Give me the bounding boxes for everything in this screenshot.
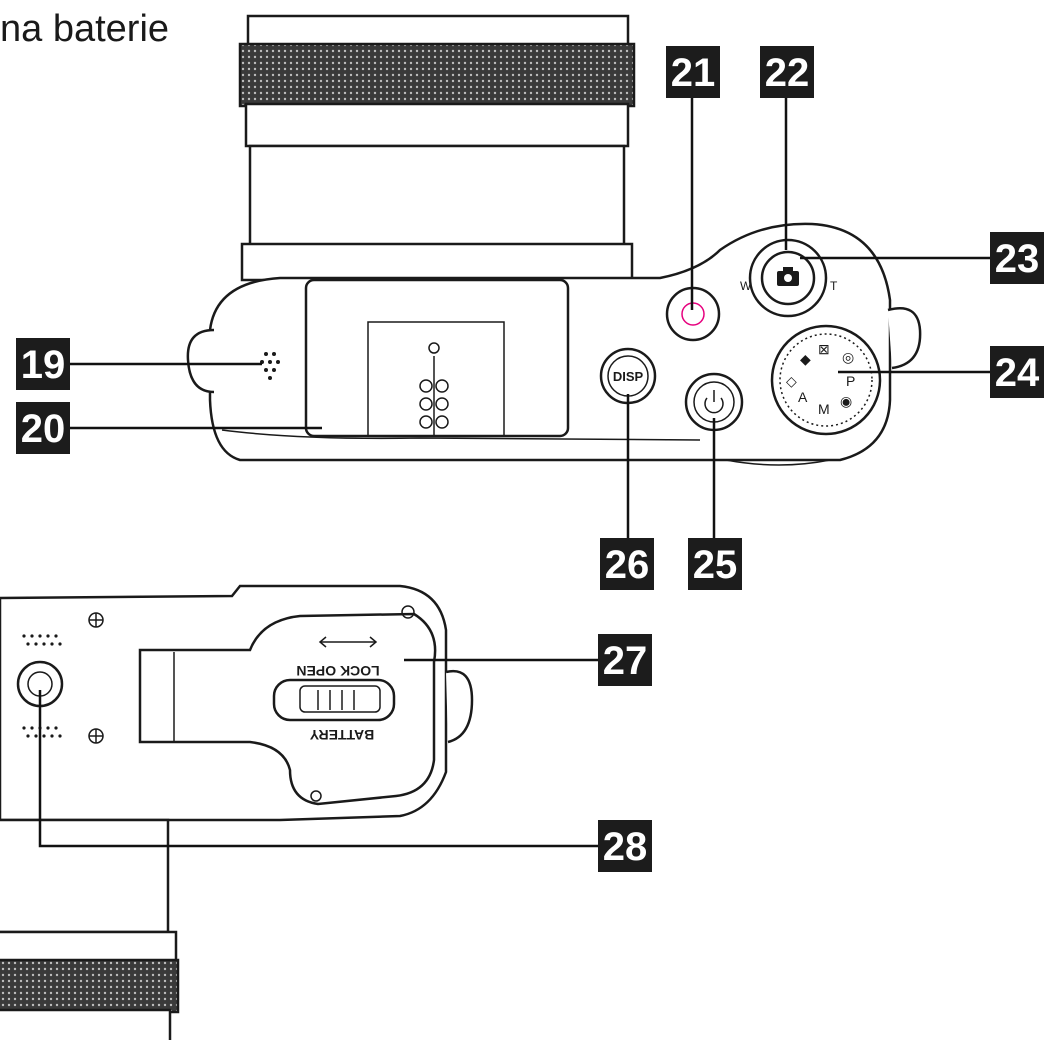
lens-focus-ring-bottom xyxy=(0,958,180,1014)
lens-barrel-upper xyxy=(244,102,630,148)
zoom-tele-label: T xyxy=(830,279,838,293)
speaker-grille xyxy=(260,352,280,380)
disp-label: DISP xyxy=(613,369,644,384)
svg-text:21: 21 xyxy=(671,51,716,95)
lock-arrow-icon xyxy=(318,636,378,648)
left-strap-lug xyxy=(186,328,215,394)
svg-text:◎: ◎ xyxy=(842,349,854,365)
switch-ridges xyxy=(317,690,355,710)
caption-text: na baterie xyxy=(0,8,170,50)
callout-24-tag: 24 xyxy=(990,346,1044,398)
hot-shoe-cover xyxy=(304,278,570,438)
callout-20-tag: 20 xyxy=(16,402,70,454)
callout-26-tag: 26 xyxy=(600,538,654,590)
callout-28-tag: 28 xyxy=(598,820,652,872)
svg-text:22: 22 xyxy=(765,51,810,95)
lens-barrel-base xyxy=(240,242,634,282)
bottom-strap-lug xyxy=(445,669,474,744)
right-strap-lug xyxy=(887,307,922,370)
callout-22-tag: 22 xyxy=(760,46,814,98)
leader-28 xyxy=(38,690,598,848)
lens-focus-ring xyxy=(238,42,636,108)
svg-text:19: 19 xyxy=(21,343,66,387)
lens-barrel-bottom xyxy=(0,818,170,934)
svg-text:20: 20 xyxy=(21,407,66,451)
lens-front-rim xyxy=(246,14,630,48)
svg-text:27: 27 xyxy=(603,639,648,683)
callout-25-tag: 25 xyxy=(688,538,742,590)
svg-text:M: M xyxy=(818,401,830,417)
callout-19-tag: 19 xyxy=(16,338,70,390)
hot-shoe-contacts xyxy=(419,342,449,436)
svg-text:◉: ◉ xyxy=(840,393,852,409)
svg-text:◇: ◇ xyxy=(786,373,797,389)
callout-23-tag: 23 xyxy=(990,232,1044,284)
power-icon xyxy=(704,390,724,414)
lock-open-label: LOCK OPEN xyxy=(296,663,379,679)
battery-lock-switch[interactable] xyxy=(272,678,396,722)
svg-text:26: 26 xyxy=(605,543,650,587)
svg-text:⊠: ⊠ xyxy=(818,341,830,357)
svg-text:23: 23 xyxy=(995,237,1040,281)
mode-dial-icons: ⊠ ◎ P ◉ MA ◆◇ xyxy=(786,341,855,417)
bottom-view-camera: LOCK OPEN BATTERY xyxy=(0,584,474,1040)
svg-text:P: P xyxy=(846,373,855,389)
svg-text:28: 28 xyxy=(603,825,648,869)
svg-text:24: 24 xyxy=(995,351,1040,395)
camera-icon xyxy=(777,267,799,286)
svg-text:25: 25 xyxy=(693,543,738,587)
battery-label: BATTERY xyxy=(309,727,374,743)
callout-27-tag: 27 xyxy=(598,634,652,686)
top-view-camera: W T ⊠ ◎ P ◉ MA ◆◇ DISP xyxy=(186,14,922,466)
mode-dial[interactable] xyxy=(770,324,882,436)
zoom-wide-label: W xyxy=(740,279,752,293)
svg-text:A: A xyxy=(798,389,808,405)
hot-shoe xyxy=(367,321,505,437)
grip-bottom xyxy=(725,459,831,466)
callout-21-tag: 21 xyxy=(666,46,720,98)
lens-barrel-middle xyxy=(248,144,626,248)
leader-lines xyxy=(38,96,990,848)
svg-text:◆: ◆ xyxy=(800,351,811,367)
